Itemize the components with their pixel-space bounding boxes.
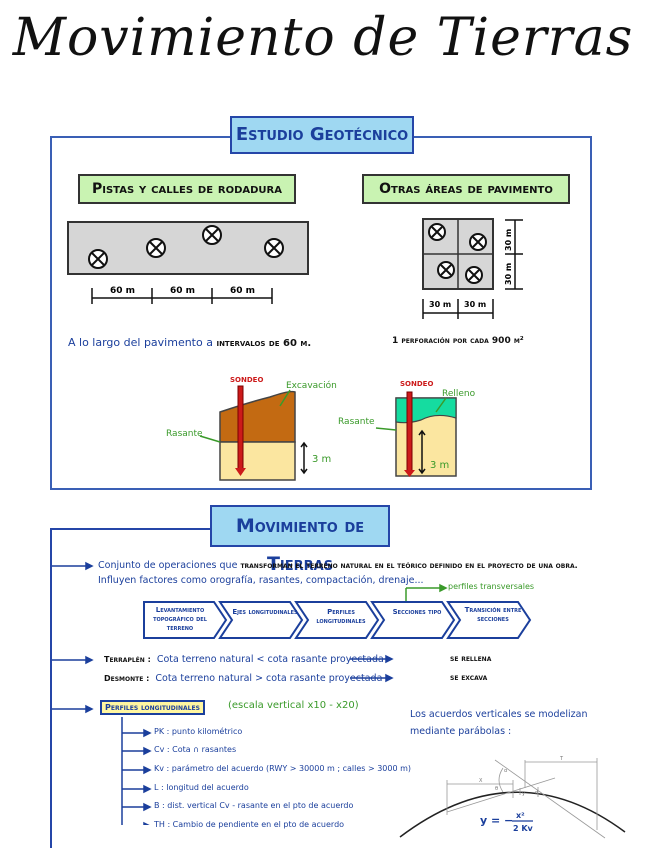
borehole-icon <box>437 261 455 279</box>
terraplen-result: se rellena <box>450 654 492 663</box>
borehole-icon <box>264 238 284 258</box>
grade-label: Rasante <box>338 417 375 427</box>
depth-label: 3 m <box>430 460 449 471</box>
borehole-icon <box>88 249 108 269</box>
page-title: Movimiento de Tierras <box>12 8 634 68</box>
fill-label: Relleno <box>442 389 476 399</box>
area-note: 1 perforación por cada 900 m² <box>392 336 524 346</box>
probe-label: SONDEO <box>400 380 433 388</box>
process-step <box>218 601 304 639</box>
borehole-icon <box>146 238 166 258</box>
earthworks-header: Movimiento de Tierras <box>210 505 390 575</box>
fill-diagram: SONDEO Relleno Rasante 3 m <box>338 380 476 477</box>
profile-item: B : dist. vertical Cv - rasante en el pt… <box>154 801 354 810</box>
process-step-label: Perfiles longitudinales <box>316 608 366 625</box>
process-flow <box>143 601 532 639</box>
process-step-label: Transición entre secciones <box>464 606 522 623</box>
profile-item: Cv : Cota ∩ rasantes <box>154 745 237 754</box>
runways-label: Pistas y calles de rodadura <box>78 174 296 204</box>
svg-text:α: α <box>504 768 508 774</box>
excavation-diagram: SONDEO Excavación Rasante 3 m <box>166 376 337 481</box>
other-areas-label: Otras áreas de pavimento <box>362 174 570 204</box>
earthworks-panel-left <box>50 528 52 848</box>
runway-note: A lo largo del pavimento a intervalos de… <box>68 336 312 349</box>
formula-denominator: 2 Kv <box>513 824 534 833</box>
svg-text:X: X <box>479 778 483 784</box>
borehole-icon <box>469 233 487 251</box>
process-step <box>294 601 380 639</box>
process-step <box>446 601 532 639</box>
borehole-icon <box>202 225 222 245</box>
scale-note: (escala vertical x10 - x20) <box>228 700 359 711</box>
profile-item: Kv : parámetro del acuerdo (RWY > 30000 … <box>154 764 412 773</box>
earthworks-panel-top <box>50 528 220 530</box>
depth-label: 3 m <box>312 454 331 465</box>
process-step <box>143 601 228 639</box>
process-step-label: Levantamiento topográfico del terreno <box>153 606 207 632</box>
desmonte-row: Desmonte : Cota terreno natural > cota r… <box>104 673 383 684</box>
geotech-header: Estudio Geotécnico <box>230 116 414 154</box>
curve-note: Los acuerdos verticales se modelizan med… <box>410 709 588 737</box>
dim-label: 30 m <box>504 263 513 285</box>
cross-profiles-label: perfiles transversales <box>448 582 535 591</box>
grade-label: Rasante <box>166 429 203 439</box>
vertical-curve-diagram: X T y d θ α y = − x² 2 Kv <box>399 756 626 839</box>
svg-text:d: d <box>535 790 538 796</box>
svg-text:T: T <box>559 756 564 762</box>
formula-lhs: y = − <box>480 814 513 827</box>
profile-item: PK : punto kilométrico <box>154 727 243 736</box>
dimension-lines <box>91 288 273 304</box>
profile-item: TH : Cambio de pendiente en el pto de ac… <box>154 820 345 829</box>
process-step-label: Secciones tipo <box>392 608 442 616</box>
definition-line: Conjunto de operaciones que transforman … <box>98 560 578 571</box>
process-step-label: Ejes longitudinales <box>232 608 298 616</box>
formula-numerator: x² <box>516 811 525 820</box>
earthworks-connectors <box>52 561 448 825</box>
terraplen-row: Terraplén : Cota terreno natural < cota … <box>104 654 384 665</box>
process-step <box>370 601 456 639</box>
dim-label: 60 m <box>110 286 135 296</box>
runway-boreholes-diagram: 60 m 60 m 60 m <box>67 221 309 304</box>
dim-label: 30 m <box>464 300 486 309</box>
svg-text:θ: θ <box>495 786 498 792</box>
svg-text:y: y <box>522 791 525 797</box>
dim-label: 60 m <box>170 286 195 296</box>
desmonte-result: se excava <box>450 673 488 682</box>
profile-item: L : longitud del acuerdo <box>154 783 249 792</box>
dim-label: 60 m <box>230 286 255 296</box>
borehole-icon <box>428 223 446 241</box>
probe-label: SONDEO <box>230 376 263 384</box>
borehole-icon <box>465 266 483 284</box>
dim-label: 30 m <box>504 229 513 251</box>
factors-line: Influyen factores como orografía, rasant… <box>98 575 424 586</box>
excavation-label: Excavación <box>286 380 337 391</box>
dim-label: 30 m <box>429 300 451 309</box>
longitudinal-profiles-label: Perfiles longitudinales <box>100 700 205 715</box>
area-boreholes-diagram: 30 m 30 m 30 m 30 m <box>422 218 523 319</box>
